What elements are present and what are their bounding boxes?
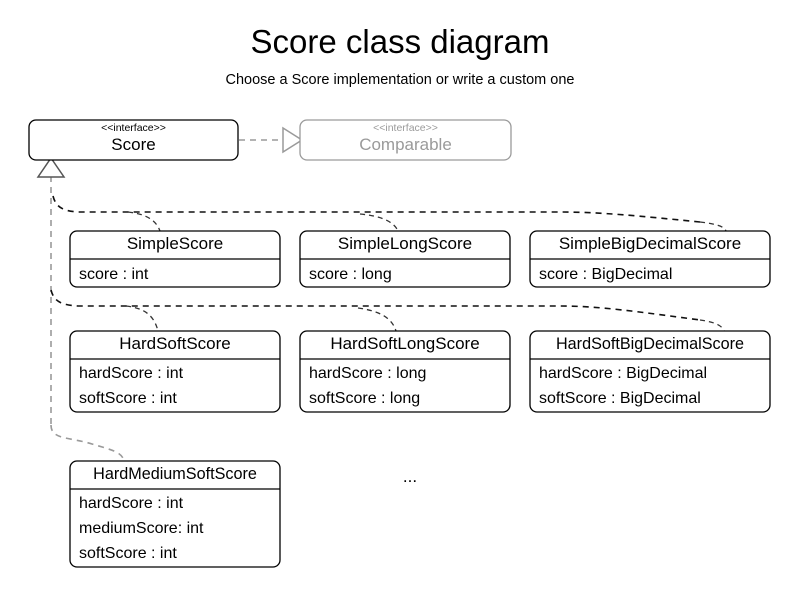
class-hardsoftbigdecimalscore-box[interactable]: [529, 330, 771, 413]
interface-comparable-stereotype: <<interface>>: [373, 122, 438, 134]
realization-arrowhead-icon: [282, 126, 304, 154]
class-hardmediumsoftscore-name: HardMediumSoftScore: [93, 465, 257, 483]
class-hardsoftbigdecimalscore[interactable]: HardSoftBigDecimalScore hardScore : BigD…: [529, 330, 771, 413]
class-hardsoftscore[interactable]: HardSoftScore hardScore : int softScore …: [69, 330, 281, 413]
row1-spine: [52, 195, 701, 223]
row1-drop-simplescore: [127, 211, 161, 232]
class-hardsoftscore-name: HardSoftScore: [119, 334, 231, 353]
class-simplescore-name: SimpleScore: [127, 234, 223, 253]
class-hardmediumsoftscore-attr-2: softScore : int: [79, 545, 177, 562]
row2-drop-hardsoftlongscore: [357, 307, 397, 332]
generalization-arrowhead-icon: [36, 156, 66, 178]
class-simplebigdecimalscore[interactable]: SimpleBigDecimalScore score : BigDecimal: [529, 230, 771, 288]
class-hardsoftlongscore[interactable]: HardSoftLongScore hardScore : long softS…: [299, 330, 511, 413]
class-hardsoftscore-attr-1: softScore : int: [79, 390, 177, 407]
interface-comparable-box[interactable]: [299, 119, 512, 161]
class-hardsoftbigdecimalscore-attr-1: softScore : BigDecimal: [539, 390, 701, 407]
class-hardsoftbigdecimalscore-name: HardSoftBigDecimalScore: [556, 335, 744, 353]
class-hardsoftscore-box[interactable]: [69, 330, 281, 413]
row2-spine: [50, 289, 701, 321]
class-simplebigdecimalscore-name: SimpleBigDecimalScore: [559, 234, 741, 253]
page-title: Score class diagram: [251, 23, 550, 60]
class-simplelongscore-attr-0: score : long: [309, 266, 392, 283]
more-classes-ellipsis: ...: [403, 467, 417, 486]
class-hardsoftlongscore-attr-0: hardScore : long: [309, 365, 426, 382]
connector-layer: [36, 126, 727, 462]
class-simplebigdecimalscore-attr-0: score : BigDecimal: [539, 266, 672, 283]
row1-drop-simplebigdecimalscore: [699, 221, 727, 232]
class-hardsoftbigdecimalscore-attr-0: hardScore : BigDecimal: [539, 365, 707, 382]
class-simplelongscore-name: SimpleLongScore: [338, 234, 472, 253]
class-hardmediumsoftscore-box[interactable]: [69, 460, 281, 568]
class-simplescore-attr-0: score : int: [79, 266, 149, 283]
row2-drop-hardsoftbigdecimalscore: [699, 319, 725, 332]
class-hardsoftscore-attr-0: hardScore : int: [79, 365, 184, 382]
interface-score-stereotype: <<interface>>: [101, 122, 166, 134]
class-simplelongscore[interactable]: SimpleLongScore score : long: [299, 230, 511, 288]
interface-score-name: Score: [111, 135, 155, 154]
connector-to-hardmediumsoftscore: [50, 424, 125, 462]
class-hardmediumsoftscore[interactable]: HardMediumSoftScore hardScore : int medi…: [69, 460, 281, 568]
class-hardsoftlongscore-attr-1: softScore : long: [309, 390, 420, 407]
class-hardsoftlongscore-name: HardSoftLongScore: [330, 334, 479, 353]
interface-score[interactable]: <<interface>> Score: [28, 119, 239, 161]
class-hardsoftlongscore-box[interactable]: [299, 330, 511, 413]
row1-drop-simplelongscore: [359, 213, 399, 232]
interface-score-box[interactable]: [28, 119, 239, 161]
class-hardmediumsoftscore-attr-0: hardScore : int: [79, 495, 184, 512]
class-simplescore[interactable]: SimpleScore score : int: [69, 230, 281, 288]
interface-comparable[interactable]: <<interface>> Comparable: [299, 119, 512, 161]
class-hardmediumsoftscore-attr-1: mediumScore: int: [79, 520, 204, 537]
page-subtitle: Choose a Score implementation or write a…: [226, 72, 575, 88]
interface-comparable-name: Comparable: [359, 135, 452, 154]
row2-drop-hardsoftscore: [125, 305, 159, 332]
